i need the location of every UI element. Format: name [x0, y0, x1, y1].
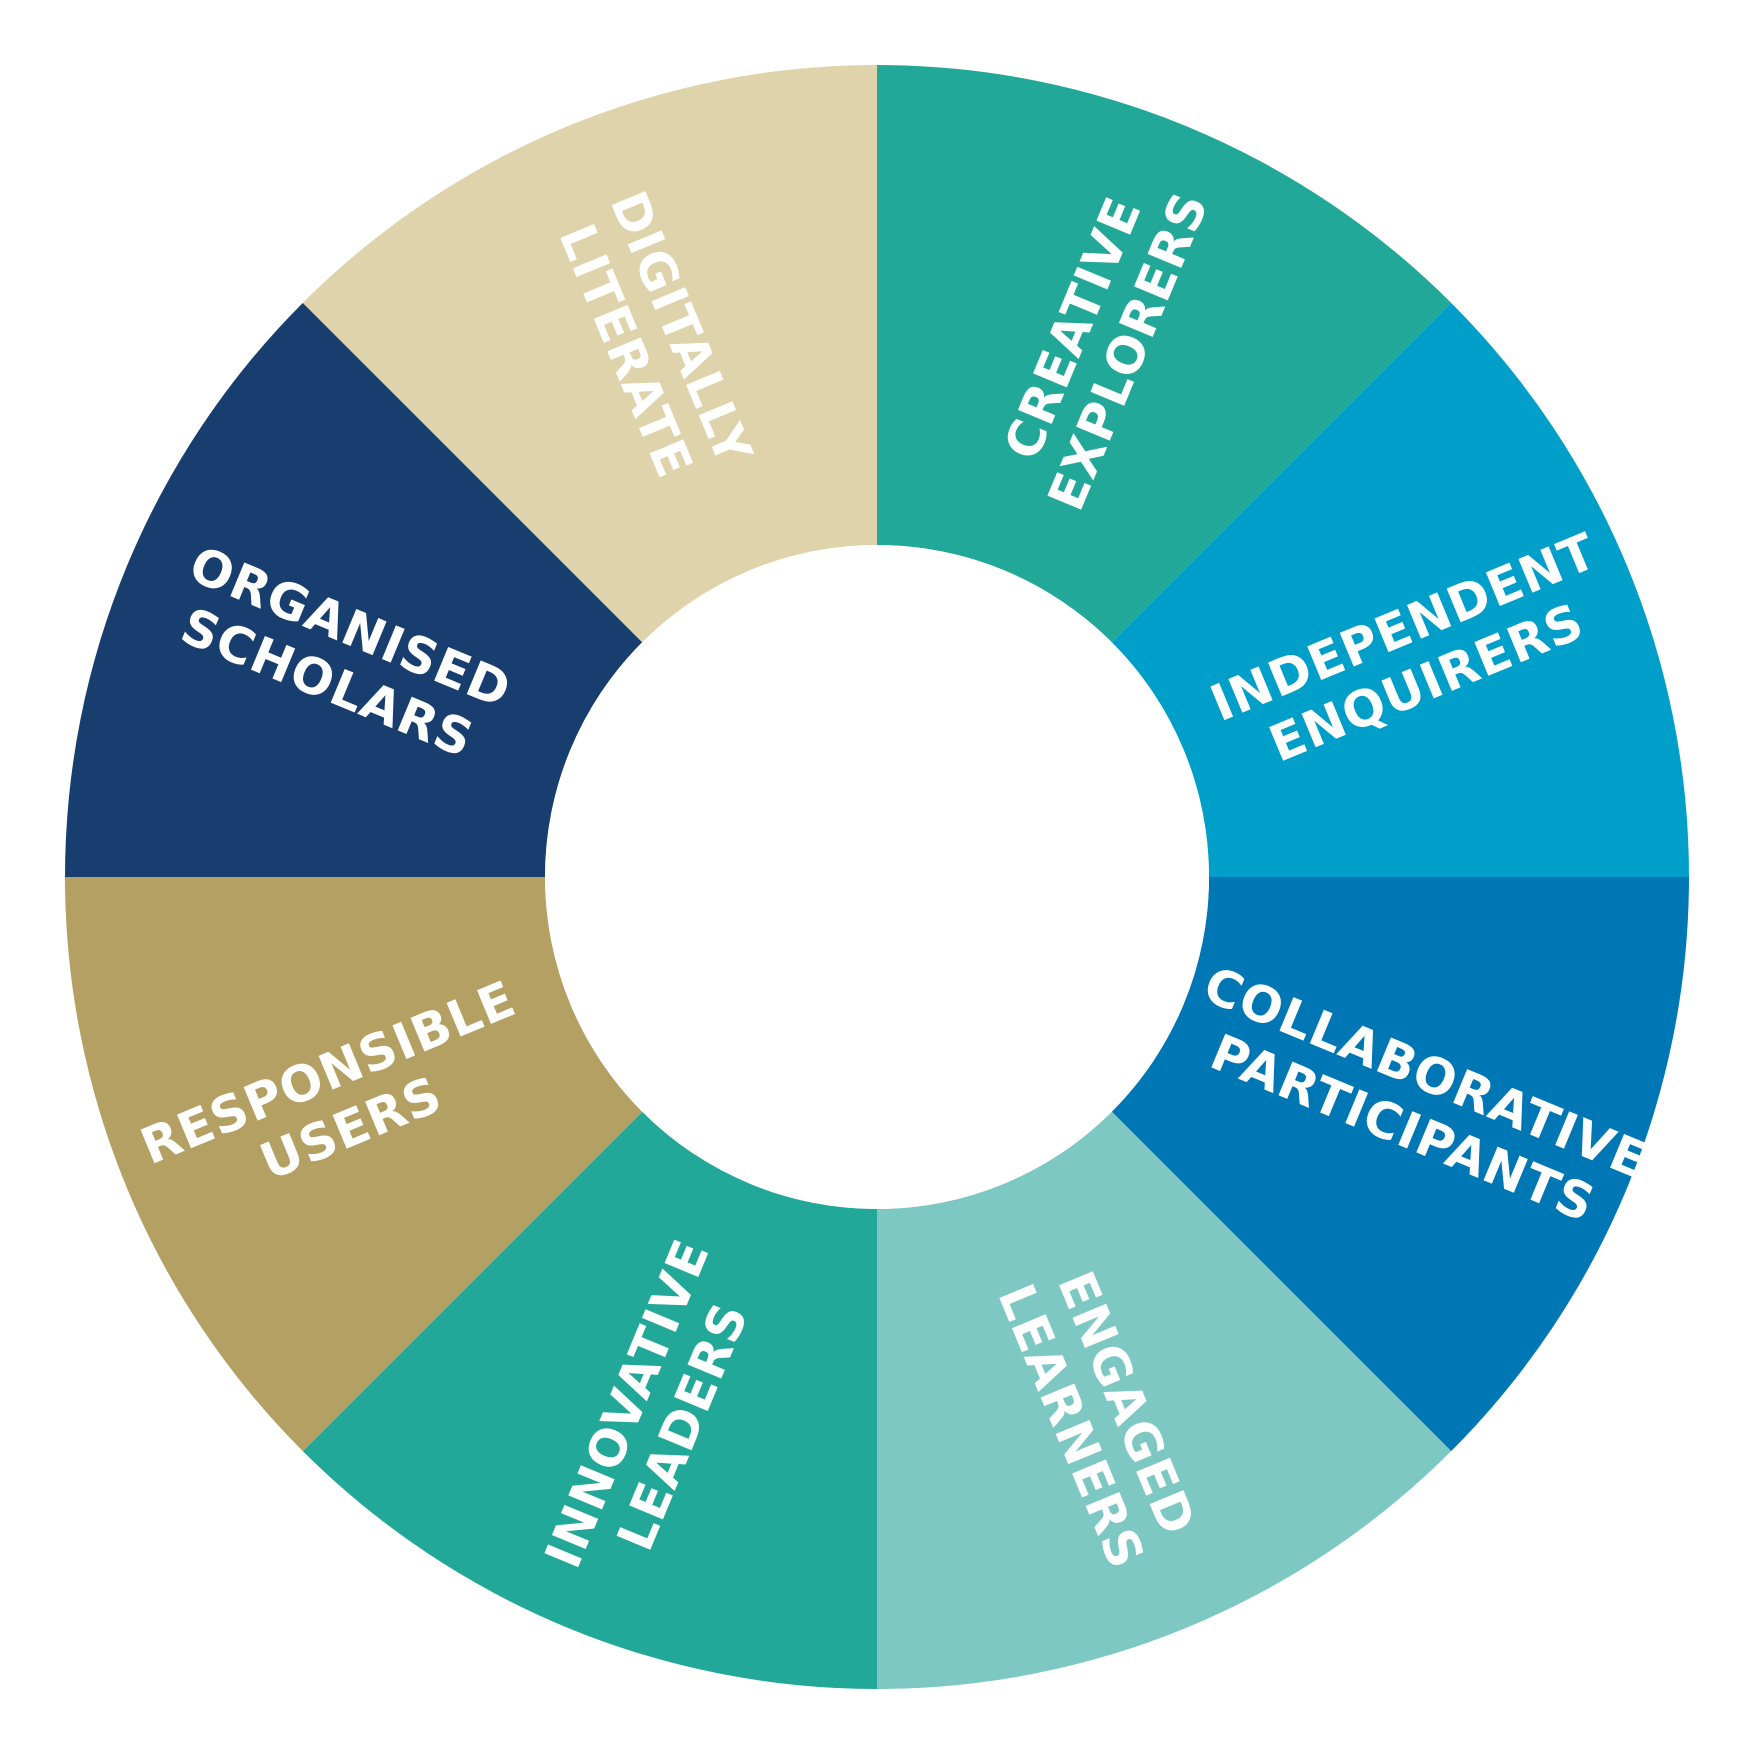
- segment-engaged-learners: [877, 1111, 1452, 1689]
- segment-responsible-users: [65, 877, 643, 1452]
- segment-digitally-literate: [302, 65, 877, 643]
- segment-collaborative-participants: [1111, 877, 1689, 1452]
- center-hole: [545, 545, 1209, 1209]
- wheel-segments: [65, 65, 1689, 1689]
- segment-innovative-leaders: [302, 1111, 877, 1689]
- segment-creative-explorers: [877, 65, 1452, 643]
- segment-organised-scholars: [65, 302, 643, 877]
- segment-independent-enquirers: [1111, 302, 1689, 877]
